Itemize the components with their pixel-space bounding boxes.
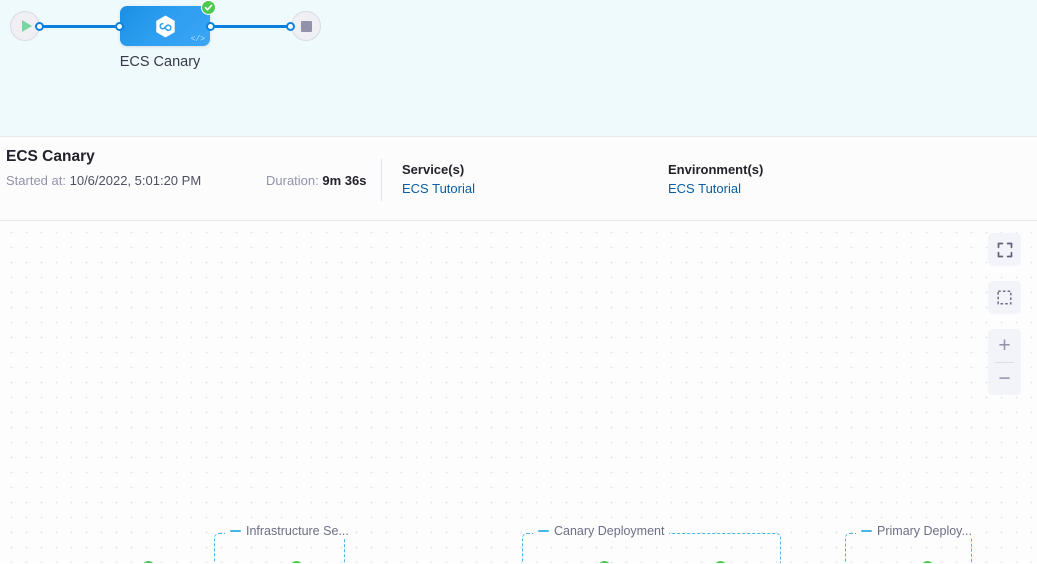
select-area-hit[interactable] — [988, 281, 1021, 314]
end-port[interactable] — [286, 22, 295, 31]
execution-graph-canvas[interactable]: Infrastructure Se... Canary Deployment P… — [0, 221, 1037, 563]
services-column: Service(s) ECS Tutorial — [402, 162, 475, 196]
group-label-text: Canary Deployment — [554, 524, 665, 538]
collapse-dash-icon[interactable] — [538, 530, 549, 532]
duration-label: Duration: — [266, 173, 323, 188]
duration-row: Duration: 9m 36s — [266, 173, 366, 188]
environments-column: Environment(s) ECS Tutorial — [668, 162, 763, 196]
pipeline-end-node[interactable] — [291, 11, 321, 41]
started-at-label: Started at: — [6, 173, 70, 188]
group-label-text: Primary Deploy... — [877, 524, 972, 538]
zoom-in-button[interactable]: + — [988, 329, 1021, 362]
environment-link[interactable]: ECS Tutorial — [668, 181, 741, 196]
harness-pipeline-hexagon-icon — [155, 14, 175, 38]
select-area-button[interactable] — [988, 281, 1021, 314]
services-label: Service(s) — [402, 162, 465, 177]
duration-value: 9m 36s — [322, 173, 367, 188]
green-check-icon — [204, 4, 213, 11]
stop-icon — [300, 20, 312, 32]
top-pipeline-band: </> ECS Canary — [0, 0, 1037, 136]
fit-to-screen-hit[interactable] — [988, 233, 1021, 266]
group-label-canary-deployment[interactable]: Canary Deployment — [533, 524, 670, 538]
service-link[interactable]: ECS Tutorial — [402, 181, 475, 196]
group-label-infrastructure[interactable]: Infrastructure Se... — [225, 524, 354, 538]
group-canary-deployment[interactable]: Canary Deployment — [522, 524, 781, 563]
fit-to-screen-button[interactable] — [988, 233, 1021, 266]
zoom-out-button[interactable]: − — [988, 362, 1021, 395]
stage-out-port[interactable] — [206, 22, 215, 31]
stage-status-badge — [201, 0, 216, 15]
stage-card-ecs-canary[interactable]: </> — [120, 6, 210, 46]
plus-icon: + — [998, 333, 1011, 357]
environments-label: Environment(s) — [668, 162, 764, 177]
group-infrastructure-section[interactable]: Infrastructure Se... — [214, 524, 354, 563]
service-status-badge — [141, 560, 156, 563]
expand-icon — [997, 242, 1012, 257]
stage-label: ECS Canary — [119, 54, 201, 70]
mini-pipeline-graph: </> ECS Canary — [0, 0, 340, 90]
connector-stage-to-end — [212, 25, 290, 28]
dashed-square-icon — [997, 290, 1012, 305]
started-at-row: Started at: 10/6/2022, 5:01:20 PM — [6, 173, 201, 188]
page-title: ECS Canary — [6, 148, 95, 165]
minus-icon: − — [998, 367, 1011, 391]
zoom-controls-divider — [995, 361, 1014, 363]
stage-code-glyph: </> — [190, 35, 205, 44]
play-icon — [21, 20, 32, 32]
started-at-value: 10/6/2022, 5:01:20 PM — [69, 173, 202, 188]
group-label-primary-deployment[interactable]: Primary Deploy... — [856, 524, 977, 538]
zoom-controls[interactable]: + − — [988, 329, 1021, 395]
execution-detail-header: ECS Canary Started at: 10/6/2022, 5:01:2… — [0, 136, 1037, 221]
header-divider — [381, 159, 382, 201]
start-port[interactable] — [35, 22, 44, 31]
group-label-text: Infrastructure Se... — [246, 524, 349, 538]
collapse-dash-icon[interactable] — [230, 530, 241, 532]
group-primary-deployment[interactable]: Primary Deploy... — [845, 524, 977, 563]
collapse-dash-icon[interactable] — [861, 530, 872, 532]
connector-start-to-stage — [41, 25, 119, 28]
stage-in-port[interactable] — [115, 22, 124, 31]
